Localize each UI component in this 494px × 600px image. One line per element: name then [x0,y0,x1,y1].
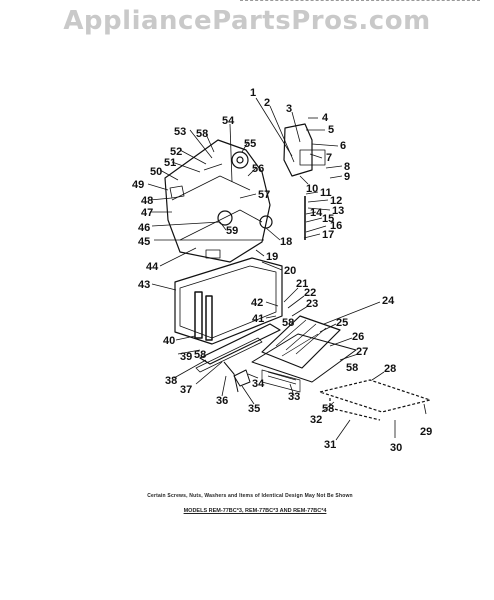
fan-disc [231,151,249,169]
callout-58d: 58 [346,362,358,374]
callout-42: 42 [251,297,263,309]
callout-53: 53 [174,126,186,138]
callout-29: 29 [420,426,432,438]
callout-37: 37 [180,384,192,396]
callout-33: 33 [288,391,300,403]
callout-46: 46 [138,222,150,234]
callout-43: 43 [138,279,150,291]
callout-41: 41 [252,313,264,325]
callout-52: 52 [170,146,182,158]
callout-19: 19 [266,251,278,263]
callout-20: 20 [284,265,296,277]
parts-caption: Certain Screws, Nuts, Washers and Items … [147,493,353,499]
callout-12: 12 [330,195,342,207]
door-rail [199,323,281,365]
callout-32: 32 [310,414,322,426]
callout-9: 9 [344,171,350,183]
callout-51: 51 [164,157,176,169]
callout-58a: 58 [196,128,208,140]
callout-28: 28 [384,363,396,375]
callout-39: 39 [180,351,192,363]
callout-31: 31 [324,439,336,451]
callout-17: 17 [322,229,334,241]
scan-artifact [240,0,480,3]
callout-45: 45 [138,236,150,248]
callout-36: 36 [216,395,228,407]
callout-58c: 58 [194,349,206,361]
callout-25: 25 [336,317,348,329]
callout-16: 16 [330,220,342,232]
callout-49: 49 [132,179,144,191]
models-label: MODELS REM-77BC*3, REM-77BC*3 AND REM-77… [183,508,327,514]
watermark-logo: AppliancePartsPros.com [63,6,431,36]
callout-6: 6 [340,140,346,152]
callout-58b: 58 [282,317,294,329]
callout-22: 22 [304,287,316,299]
callout-55: 55 [244,138,256,150]
callout-50: 50 [150,166,162,178]
callout-13: 13 [332,205,344,217]
callout-11: 11 [320,187,332,199]
callout-3: 3 [286,103,292,115]
motor [217,210,233,226]
callout-1: 1 [250,87,256,99]
callout-23: 23 [306,298,318,310]
control-bracket [283,123,313,177]
oven-cavity [174,257,283,345]
callout-59: 59 [226,225,238,237]
callout-14: 14 [310,207,323,219]
callout-18: 18 [280,236,292,248]
callout-44: 44 [146,261,159,273]
back-panel [164,139,271,263]
callout-27: 27 [356,346,368,358]
callout-48: 48 [141,195,153,207]
callout-38: 38 [165,375,177,387]
callout-57: 57 [258,189,270,201]
callout-4: 4 [322,112,329,124]
broiler-grid [261,315,341,369]
callout-58e: 58 [322,403,334,415]
callout-54: 54 [222,115,235,127]
drawer-panel [319,379,431,413]
callout-7: 7 [326,152,332,164]
callout-35: 35 [248,403,260,415]
callout-2: 2 [264,97,270,109]
callout-24: 24 [382,295,395,307]
callout-40: 40 [163,335,175,347]
broiler-pan [251,333,357,383]
callout-10: 10 [306,183,318,195]
callout-26: 26 [352,331,364,343]
callout-8: 8 [344,161,350,173]
callout-21: 21 [296,278,308,290]
callout-5: 5 [328,124,334,136]
callout-15: 15 [322,213,334,225]
callout-47: 47 [141,207,153,219]
callout-56: 56 [252,163,264,175]
callout-34: 34 [252,378,265,390]
callout-30: 30 [390,442,402,454]
